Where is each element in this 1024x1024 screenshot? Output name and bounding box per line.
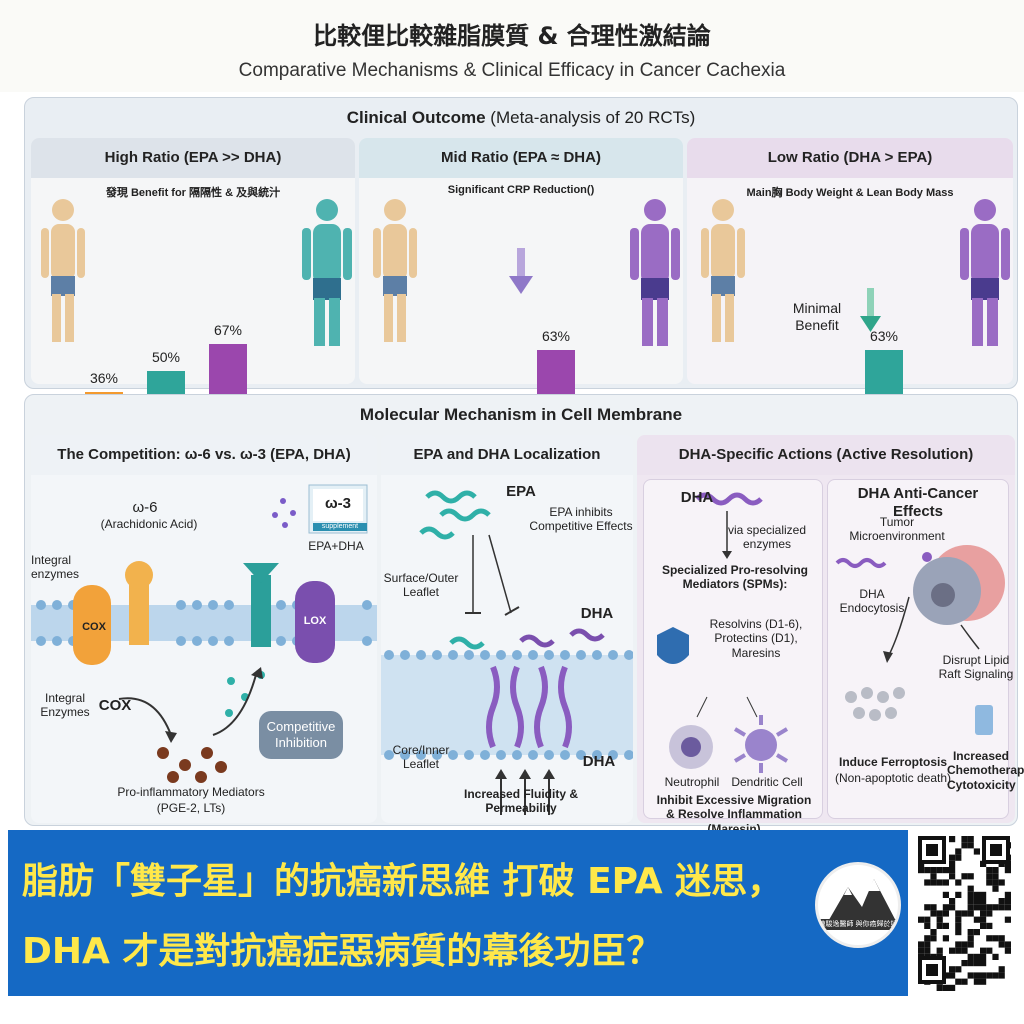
cox-label: COX (98, 697, 132, 714)
logo-text: 陳駿逸醫師 與你癌歸於好 (818, 919, 898, 930)
core-leaflet-label: Core/Inner Leaflet (392, 743, 450, 772)
human-figure-right (630, 199, 680, 346)
ferroptosis-label: Induce Ferroptosis (838, 755, 948, 769)
panel-mid-ratio: Mid Ratio (EPA ≈ DHA) Significant CRP Re… (359, 138, 683, 384)
panel-dha-actions: DHA-Specific Actions (Active Resolution)… (637, 435, 1024, 836)
panel-localization: EPA and DHA Localization EPA EPA inhibit… (381, 435, 633, 823)
clinical-outcome-section: Clinical Outcome (Meta-analysis of 20 RC… (24, 97, 1018, 389)
human-figure-right (302, 199, 352, 346)
omega6-label: ω-6 (132, 499, 158, 516)
headline-line-2: DHA 才是對抗癌症惡病質的幕後功臣？ (22, 931, 663, 972)
ferroptosis-cells-icon (845, 687, 905, 721)
panel-figures (701, 199, 1010, 346)
epa-dha-label: EPA+DHA (308, 539, 364, 553)
fluidity-label: Increased Fluidity & Permeability (463, 787, 579, 816)
mountain-icon (826, 879, 898, 925)
panel-statement: Significant CRP Reduction() (447, 184, 595, 196)
dendritic-cell-icon (733, 715, 789, 773)
panel-high-ratio: High Ratio (EPA >> DHA) 發現 Benefit for 隔… (31, 138, 355, 384)
omega6-receptor-shape (125, 561, 153, 645)
teal-particles-icon (225, 671, 265, 717)
minimal-benefit-note: Minimal Benefit (792, 300, 842, 333)
anticancer-header: DHA Anti-Cancer Effects (857, 485, 979, 520)
down-arrow-icon (509, 248, 533, 294)
panel-header: Mid Ratio (EPA ≈ DHA) (359, 138, 683, 178)
bar-value-label: 63% (541, 328, 571, 345)
inhibit-migration-label: Inhibit Excessive Migration & Resolve In… (656, 793, 812, 836)
cox-enzyme-label: COX (82, 621, 106, 633)
lox-enzyme-shape (295, 581, 335, 663)
arachidonic-label: (Arachidonic Acid) (100, 517, 198, 531)
mechanism-title: Molecular Mechanism in Cell Membrane (359, 405, 683, 424)
dha-bottom-label: DHA (582, 753, 616, 770)
panel-header: The Competition: ω-6 vs. ω-3 (EPA, DHA) (31, 435, 377, 475)
cox-arrow-icon (118, 697, 172, 736)
headline-banner: 脂肪「雙子星」的抗癌新思維 打破 EPA 迷思， DHA 才是對抗癌症惡病質的幕… (8, 830, 908, 996)
integral-enzymes-bottom-label: Integral Enzymes (40, 691, 90, 720)
mediator-dots-icon (157, 747, 227, 783)
lox-enzyme-label: LOX (303, 615, 327, 627)
vial-icon (975, 705, 993, 735)
mediators-label: Pro-inflammatory Mediators (117, 785, 265, 799)
bar-value-label: 36% (89, 370, 119, 387)
competitive-inhibition-label: Competitive Inhibition (266, 719, 336, 750)
raft-label: Disrupt Lipid Raft Signaling (938, 653, 1014, 682)
surface-leaflet-label: Surface/Outer Leaflet (383, 571, 459, 600)
omega3-label: ω-3 (324, 495, 351, 512)
panel-header: High Ratio (EPA >> DHA) (31, 138, 355, 178)
tumor-cell-icon (913, 545, 1005, 625)
human-figure-left (373, 199, 417, 342)
dha-actions-diagram (657, 492, 1005, 773)
dha-label: DHA (680, 489, 714, 506)
panel-statement: 發現 Benefit for 隔隔性 & 及與統汁 (105, 187, 281, 199)
spm-title-label: Specialized Pro-resolving Mediators (SPM… (661, 563, 809, 592)
cox-enzyme-shape (73, 585, 111, 665)
chemo-label: Increased Chemotherapy Cytotoxicity (947, 749, 1024, 792)
panel-competition: The Competition: ω-6 vs. ω-3 (EPA, DHA) … (31, 435, 377, 823)
title-en: Comparative Mechanisms & Clinical Effica… (238, 60, 786, 81)
particles-icon (272, 498, 296, 528)
supplement-label: supplement (313, 523, 367, 532)
integral-enzymes-top-label: Integral enzymes (31, 553, 80, 582)
human-figure-left (701, 199, 745, 342)
omega3-receptor-shape (243, 563, 279, 647)
panel-header: DHA-Specific Actions (Active Resolution) (637, 435, 1015, 475)
headline-line-1: 脂肪「雙子星」的抗癌新思維 打破 EPA 迷思， (22, 861, 784, 902)
spm-list-label: Resolvins (D1-6), Protectins (D1), Mares… (709, 617, 803, 660)
doctor-logo: 陳駿逸醫師 與你癌歸於好 (815, 862, 901, 948)
down-arrow-icon (860, 288, 881, 332)
localization-diagram (381, 490, 633, 815)
qr-code[interactable] (912, 830, 1016, 996)
tumor-label: Tumor Microenvironment (849, 515, 945, 544)
bar-value-label: 63% (869, 328, 899, 345)
mediators-sub-label: (PGE-2, LTs) (156, 801, 226, 815)
neutrophil-label: Neutrophil (664, 775, 720, 789)
competitive-inhibition-box (259, 711, 343, 759)
inhibition-arrow-icon (212, 670, 258, 736)
panel-low-ratio: Low Ratio (DHA > EPA) Main胸 Body Weight … (687, 138, 1013, 384)
endocytosis-label: DHA Endocytosis (839, 587, 905, 616)
panel-header: EPA and DHA Localization (381, 435, 633, 475)
shield-icon (657, 627, 689, 664)
panel-figures (41, 199, 352, 346)
molecular-mechanism-section: Molecular Mechanism in Cell Membrane The… (24, 394, 1024, 836)
title-zh: 比較俚比較雜脂膜質 & 合理性激結論 (313, 22, 711, 50)
dha-top-label: DHA (580, 605, 614, 622)
bar-value-label: 67% (213, 322, 243, 339)
human-figure-right (960, 199, 1010, 346)
dendritic-label: Dendritic Cell (731, 775, 803, 789)
bar-value-label: 50% (151, 348, 181, 365)
panel-header: Low Ratio (DHA > EPA) (687, 138, 1013, 178)
epa-inhibits-label: EPA inhibits Competitive Effects (529, 505, 633, 534)
panel-statement: Main胸 Body Weight & Lean Body Mass (746, 187, 954, 199)
qr-code-icon (918, 836, 1011, 991)
header: 比較俚比較雜脂膜質 & 合理性激結論 Comparative Mechanism… (0, 0, 1024, 92)
via-enzymes-label: via specialized enzymes (727, 523, 807, 552)
nonapoptotic-label: (Non-apoptotic death) (834, 771, 952, 785)
clinical-title: Clinical Outcome (Meta-analysis of 20 RC… (346, 108, 696, 127)
human-figure-left (41, 199, 85, 342)
epa-label: EPA (506, 483, 536, 500)
panel-figures (373, 199, 680, 346)
